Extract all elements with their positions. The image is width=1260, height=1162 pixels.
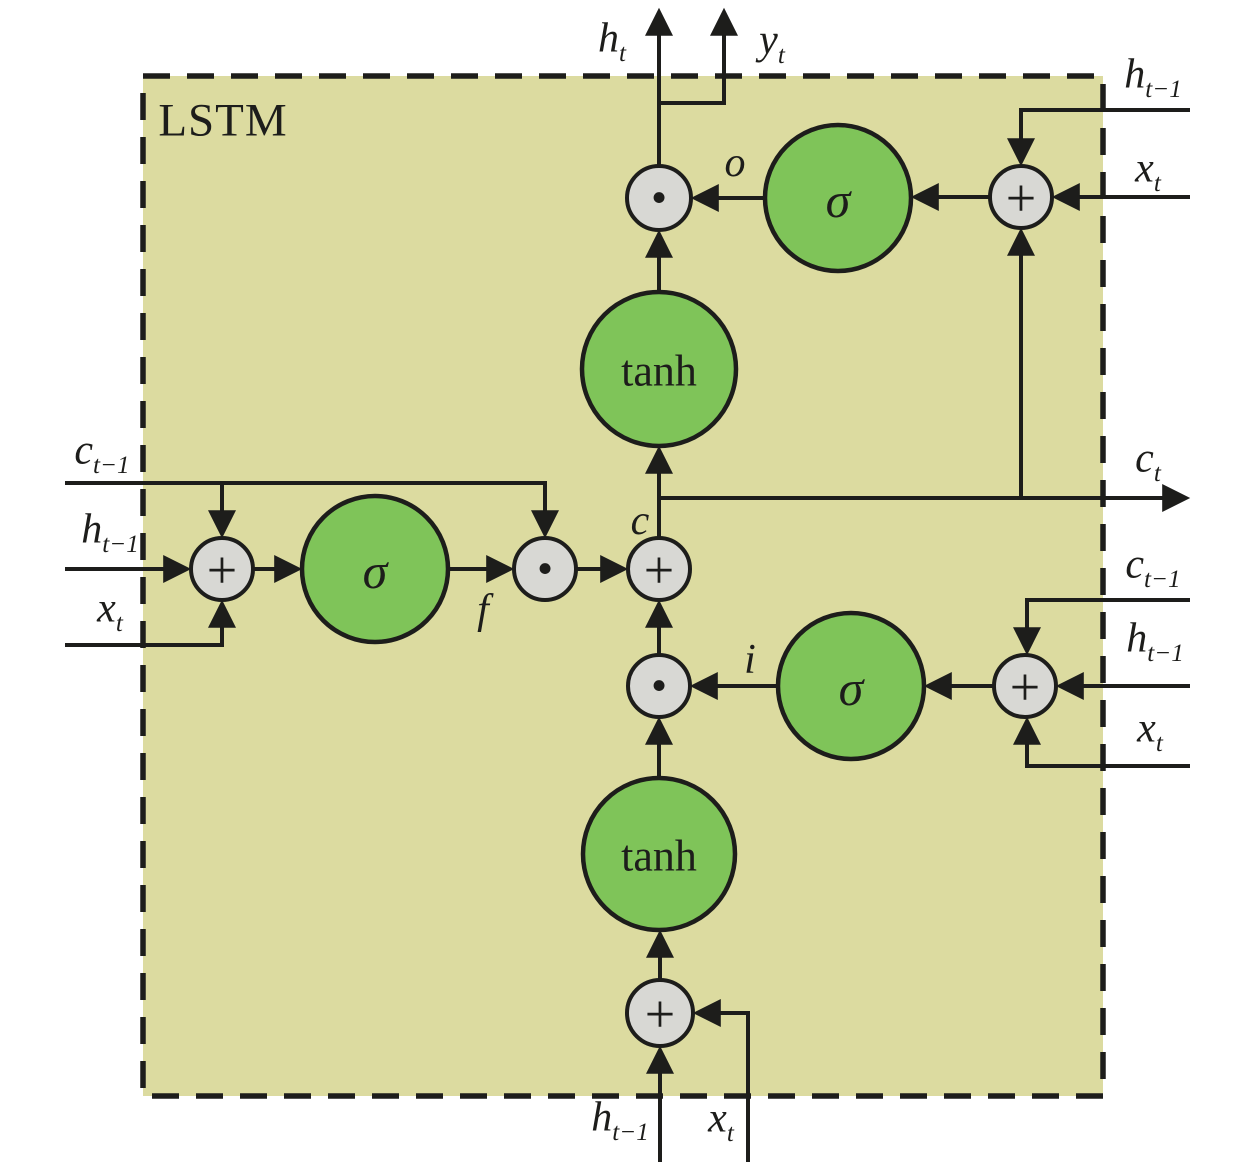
wire-cprev-to-forget-product (65, 481, 559, 539)
node-cell-sum (626, 536, 692, 602)
node-forget-sum (189, 536, 255, 602)
label-hprev-top-right: ht−1 (1124, 51, 1182, 104)
label-hprev-bottom: ht−1 (591, 1094, 649, 1147)
output-sigma-symbol: σ (826, 172, 853, 228)
node-input-sigma (775, 610, 927, 762)
label-yt-output: yt (759, 17, 785, 70)
node-output-sigma (762, 122, 914, 274)
label-xt-bottom: xt (708, 1095, 734, 1148)
label-ct-output: ct (1135, 435, 1161, 488)
input-sigma-symbol: σ (839, 660, 866, 716)
label-output-gate-o: o (724, 140, 746, 186)
wire-cprev-to-input-sum (1013, 598, 1190, 656)
label-cprev-left: ct−1 (74, 427, 130, 480)
label-hprev-left: ht−1 (81, 506, 139, 559)
cell-sum-symbol: + (644, 540, 674, 600)
node-forget-sigma (299, 493, 451, 645)
label-input-gate-i: i (744, 637, 756, 683)
label-forget-gate-f: f (477, 587, 489, 633)
lstm-cell-boundary (140, 73, 1106, 1099)
candidate-tanh-symbol: tanh (621, 832, 697, 881)
wire-yt-out (659, 7, 738, 105)
node-output-product (625, 164, 693, 232)
node-input-sum (992, 653, 1058, 719)
label-cell-c: c (630, 498, 650, 544)
wire-xt-to-candidate-sum (692, 999, 750, 1162)
node-forget-product (512, 536, 578, 602)
forget-product-symbol: • (537, 543, 553, 594)
forget-sum-symbol: + (207, 540, 237, 600)
wire-xt-to-forget-sum (65, 599, 236, 647)
input-product-symbol: • (651, 660, 667, 711)
node-candidate-tanh (580, 775, 738, 933)
diagram-title: LSTM (158, 94, 288, 147)
label-cprev-right: ct−1 (1125, 541, 1181, 594)
input-sum-symbol: + (1010, 657, 1040, 717)
wire-xt-to-input-sum (1013, 716, 1190, 768)
node-cell-tanh (579, 289, 739, 449)
node-output-sum (988, 164, 1054, 230)
output-sum-symbol: + (1006, 168, 1036, 228)
node-input-product (626, 653, 692, 719)
label-hprev-right: ht−1 (1126, 615, 1184, 668)
candidate-sum-symbol: + (645, 984, 675, 1044)
forget-sigma-symbol: σ (363, 543, 390, 599)
wire-hprev-to-output-sum (1007, 108, 1190, 167)
node-candidate-sum (625, 978, 695, 1048)
cell-tanh-symbol: tanh (621, 347, 697, 396)
label-ht-output: ht (598, 15, 626, 68)
label-xt-right: xt (1137, 705, 1163, 758)
output-product-symbol: • (651, 172, 667, 223)
label-xt-top-right: xt (1135, 145, 1161, 198)
label-xt-left: xt (97, 585, 123, 638)
